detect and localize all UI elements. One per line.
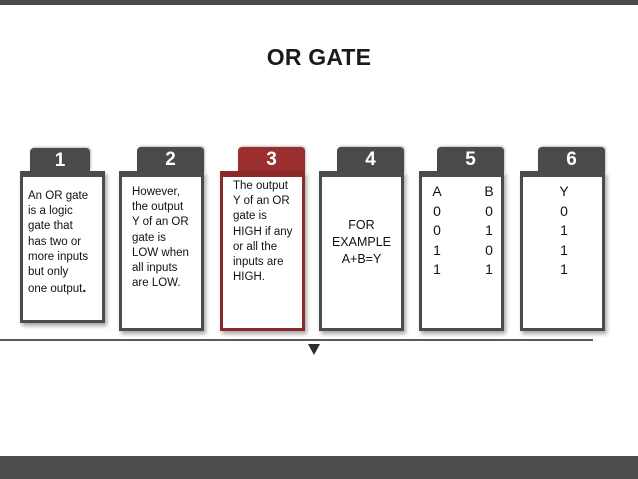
step-6-card: Y 0 1 1 1 (520, 171, 605, 331)
step-1-text-end: . (82, 279, 87, 296)
step-1-text: An OR gate is a logic gate that has two … (28, 190, 89, 296)
step-2-tab: 2 (137, 147, 204, 173)
step-2-card: However, the output Y of an OR gate is L… (119, 171, 204, 331)
step-5-card: A 0 0 1 1 B 0 1 0 1 (419, 171, 504, 331)
step-4-card: FOR EXAMPLE A+B=Y (319, 171, 404, 331)
step-4-tab: 4 (337, 147, 404, 173)
step-3-card: The output Y of an OR gate is HIGH if an… (220, 171, 305, 331)
step-6-number: 6 (566, 149, 577, 170)
step-3-number: 3 (266, 149, 277, 170)
step-2-number: 2 (165, 149, 176, 170)
top-bar (0, 0, 638, 5)
step-1: 1 An OR gate is a logic gate that has tw… (20, 148, 105, 323)
slide-title: OR GATE (266, 44, 372, 70)
step-3-tab: 3 (238, 147, 305, 173)
step-3: 3 The output Y of an OR gate is HIGH if … (220, 147, 305, 334)
step-1-card: An OR gate is a logic gate that has two … (20, 171, 105, 323)
timeline-line (0, 339, 593, 341)
step-2-text: However, the output Y of an OR gate is L… (132, 186, 189, 290)
step-4-text: FOR EXAMPLE A+B=Y (331, 218, 392, 266)
step-1-number: 1 (54, 150, 66, 171)
truth-table-col-y: Y 0 1 1 1 (559, 183, 569, 277)
truth-table-col-b: B 0 1 0 1 (484, 183, 494, 277)
step-5-tab: 5 (437, 147, 504, 173)
triangle-down-icon (308, 344, 320, 355)
step-4-number: 4 (365, 149, 376, 170)
step-1-tab: 1 (30, 148, 90, 171)
step-2: 2 However, the output Y of an OR gate is… (119, 147, 204, 334)
bottom-bar (0, 456, 638, 479)
step-3-text: The output Y of an OR gate is HIGH if an… (233, 180, 293, 284)
step-4: 4 FOR EXAMPLE A+B=Y (319, 147, 404, 334)
step-6-tab: 6 (538, 147, 605, 173)
step-5-number: 5 (465, 149, 476, 170)
step-5: 5 A 0 0 1 1 B 0 1 0 1 (419, 147, 504, 334)
step-6: 6 Y 0 1 1 1 (520, 147, 605, 334)
truth-table-col-a: A 0 0 1 1 (432, 183, 442, 277)
